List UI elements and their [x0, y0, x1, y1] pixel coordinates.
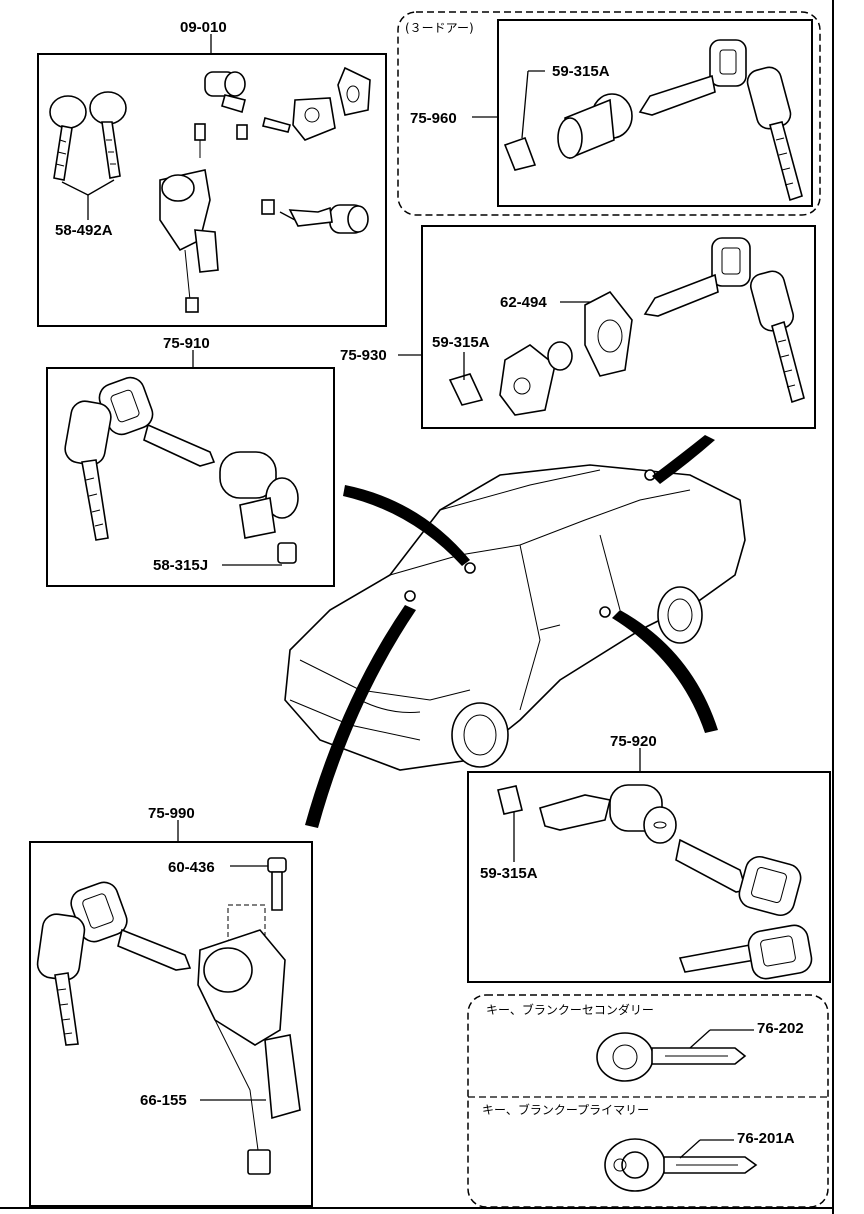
label-76-202: 76-202 — [757, 1020, 804, 1037]
group-blank-keys — [467, 994, 829, 1208]
lock-cylinder-icon — [497, 784, 677, 844]
label-75-990: 75-990 — [148, 805, 195, 822]
note-key-secondary: キー、ブランクーセコンダリー — [486, 1002, 654, 1017]
key-pair-icon — [643, 237, 805, 404]
group-75-990 — [29, 820, 313, 1207]
glove-lock-icon — [261, 199, 369, 234]
group-75-960 — [397, 11, 821, 216]
group-75-920 — [467, 748, 831, 983]
key-pair-icon — [64, 376, 216, 541]
key-pair-icon — [675, 838, 813, 980]
key-pair-icon — [49, 91, 127, 181]
label-66-155: 66-155 — [140, 1092, 187, 1109]
lock-cylinder-icon — [219, 451, 299, 564]
lock-cylinder-icon — [204, 71, 248, 140]
pointer-arrow-75910 — [343, 485, 470, 566]
pointer-arrow-75990 — [305, 605, 416, 828]
lock-cylinder-icon — [503, 93, 633, 171]
key-pair-icon — [638, 39, 803, 202]
label-76-201a: 76-201A — [737, 1130, 795, 1147]
note-key-primary: キー、ブランクープライマリー — [482, 1102, 649, 1117]
label-75-930: 75-930 — [340, 347, 387, 364]
door-lock-mark-front — [464, 562, 476, 574]
label-59-315a-mid: 59-315A — [432, 334, 490, 351]
label-58-492a: 58-492A — [55, 222, 113, 239]
label-09-010: 09-010 — [180, 19, 227, 36]
group-75-910 — [46, 350, 335, 587]
pointer-arrow-75930 — [652, 435, 715, 484]
pointer-arrow-75920 — [612, 610, 718, 733]
label-75-960: 75-960 — [410, 110, 457, 127]
trunk-lock-icon — [262, 66, 371, 141]
label-62-494: 62-494 — [500, 294, 547, 311]
primary-key-icon — [604, 1138, 758, 1192]
group-75-930 — [398, 225, 816, 429]
key-pair-icon — [36, 881, 192, 1046]
label-75-920: 75-920 — [610, 733, 657, 750]
ignition-mark — [404, 590, 416, 602]
label-75-910: 75-910 — [163, 335, 210, 352]
ignition-switch-icon — [197, 857, 301, 1175]
group-09-010 — [37, 34, 387, 327]
car-illustration — [284, 464, 746, 771]
door-lock-mark-side — [599, 606, 611, 618]
secondary-key-icon — [596, 1032, 747, 1082]
lock-cylinder-icon — [448, 341, 573, 416]
ignition-switch-icon — [159, 123, 219, 313]
note-three-door: (３ードアー) — [405, 21, 474, 35]
label-59-315a-top: 59-315A — [552, 63, 610, 80]
gasket-icon — [584, 290, 633, 377]
label-58-315j: 58-315J — [153, 557, 208, 574]
label-60-436: 60-436 — [168, 859, 215, 876]
label-59-315a-right: 59-315A — [480, 865, 538, 882]
